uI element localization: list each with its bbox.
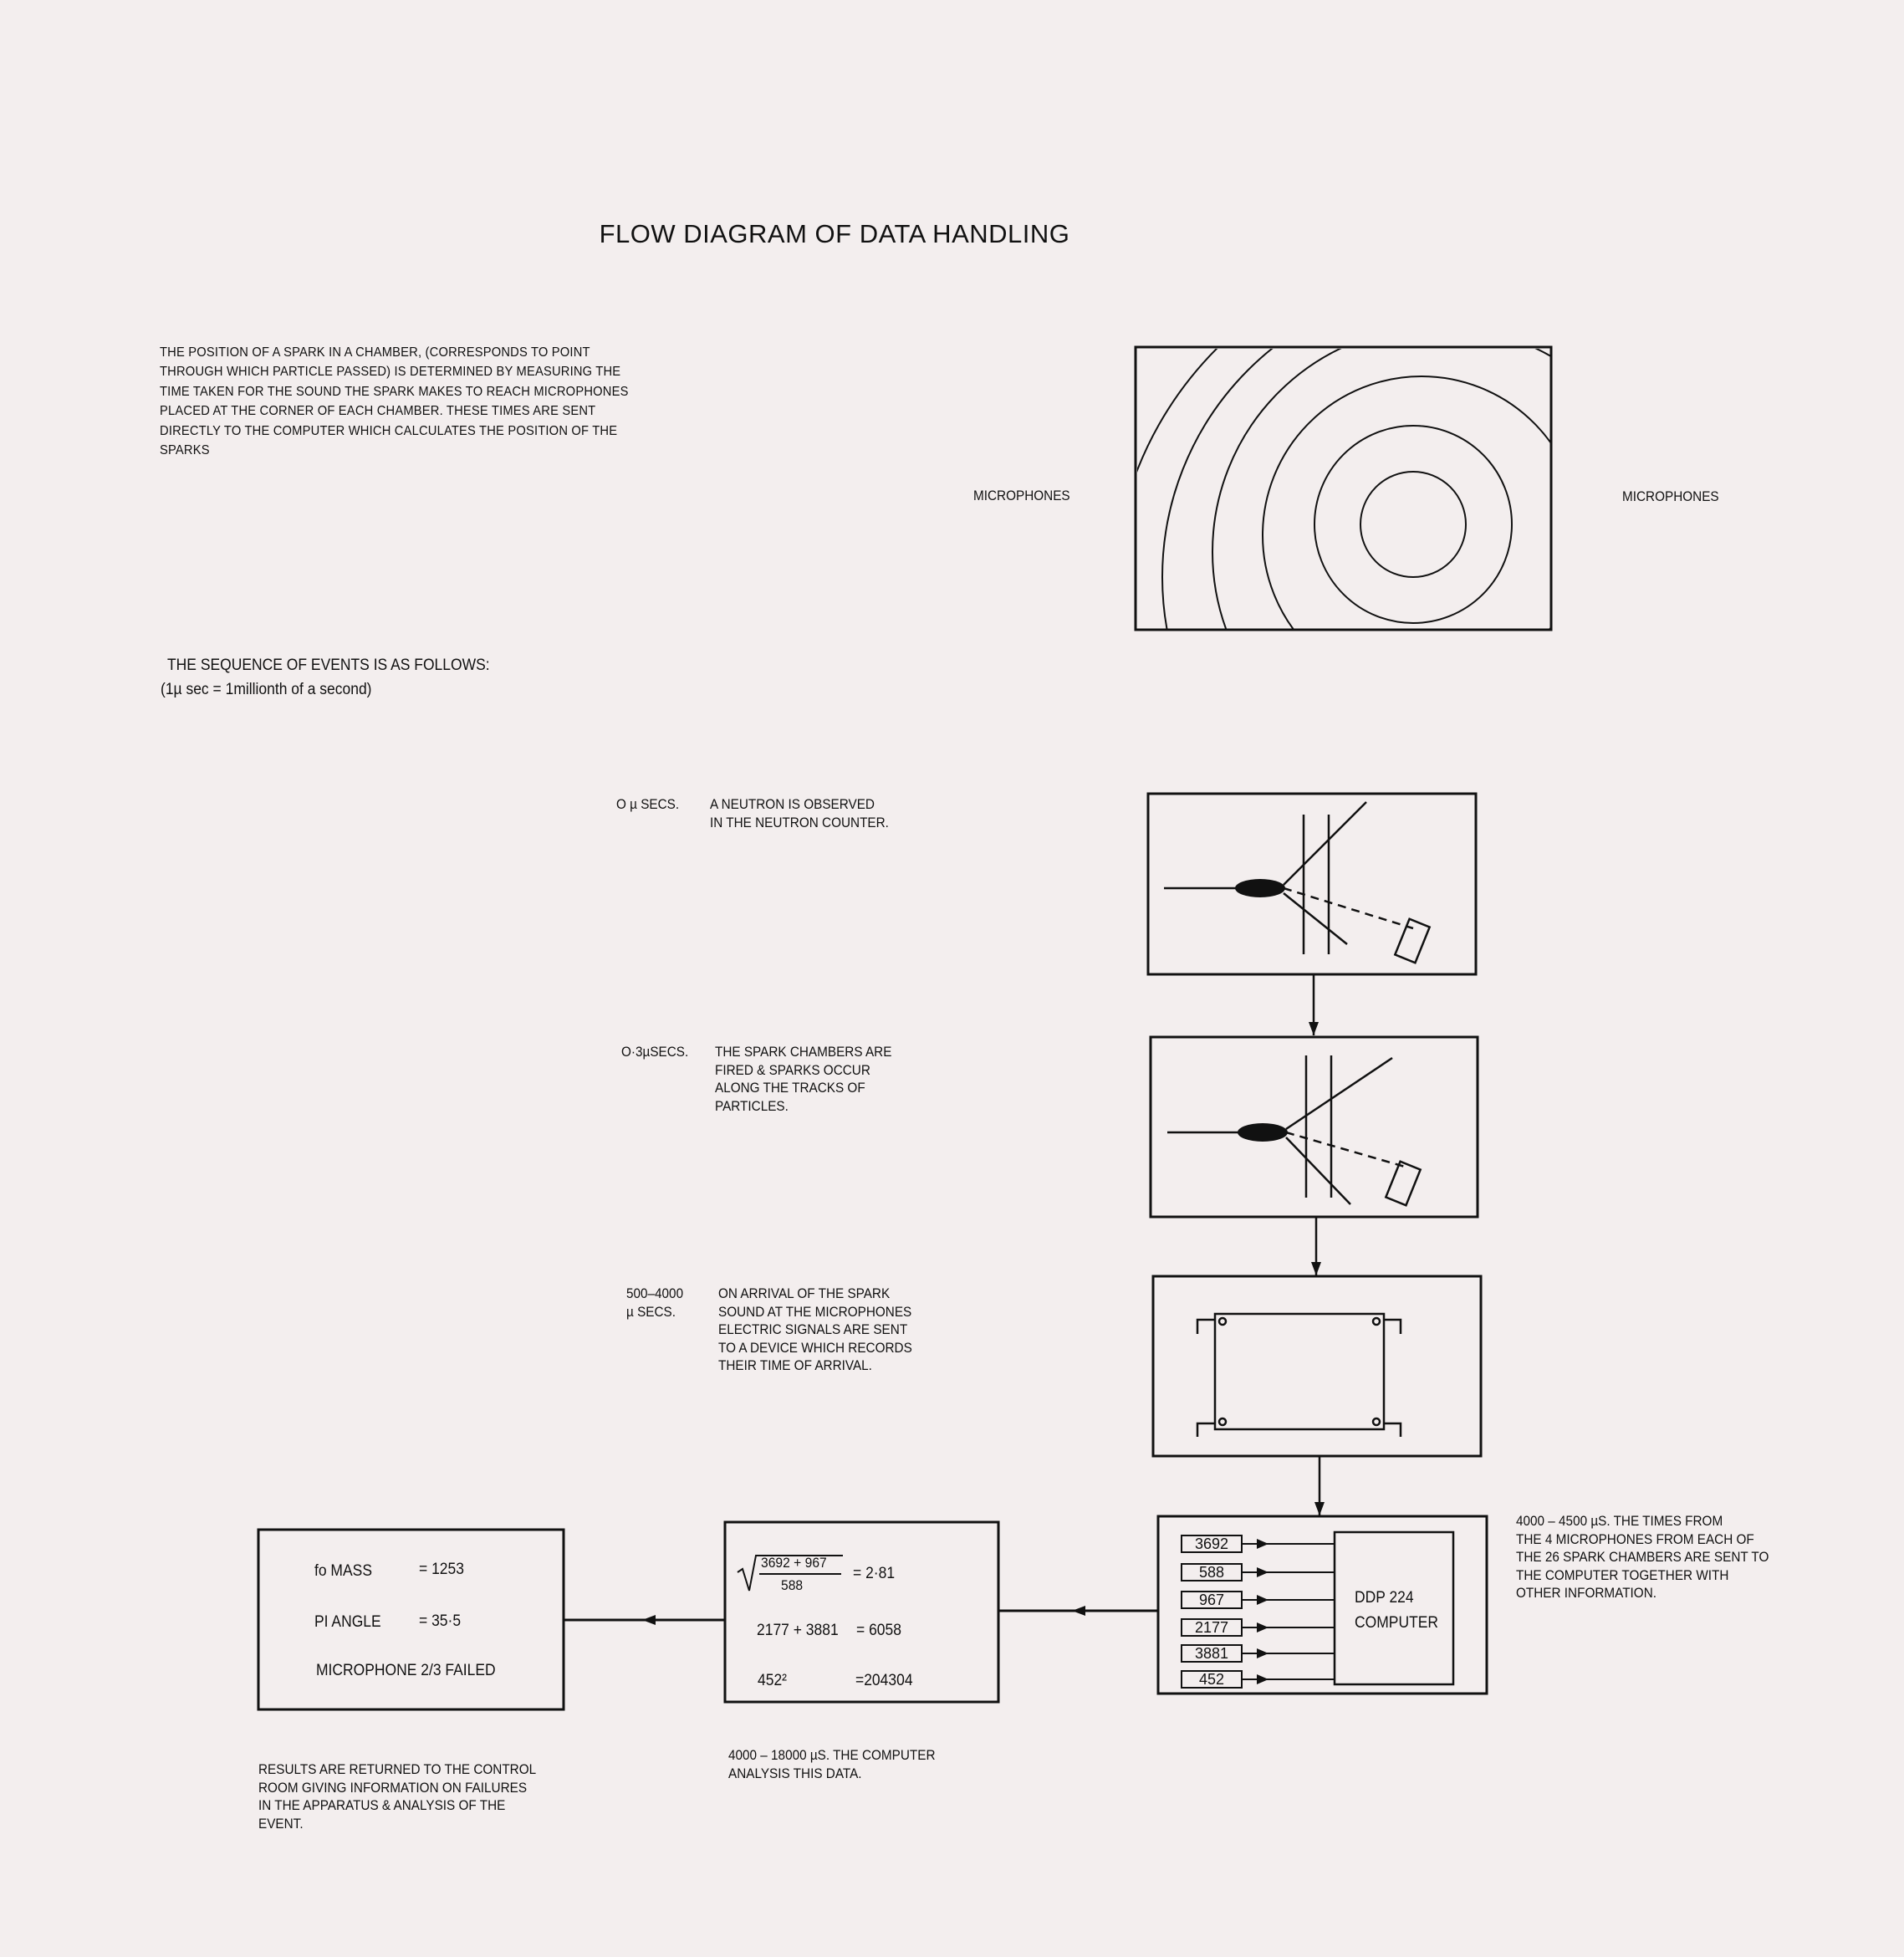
text-line: THE 4 MICROPHONES FROM EACH OF [1516, 1530, 1754, 1547]
mic-time-value: 967 [1198, 1592, 1225, 1608]
mic-time-value: 452 [1198, 1671, 1225, 1688]
microphones-label-right: MICROPHONES [1622, 488, 1719, 504]
timing-device-box [1151, 1275, 1483, 1458]
intro-line: THE POSITION OF A SPARK IN A CHAMBER, (C… [160, 345, 590, 360]
event-3-time: 500–4000 µ SECS. [626, 1285, 683, 1321]
analysis-box [723, 1520, 1000, 1704]
spark-chamber-box [1149, 1035, 1479, 1219]
text-line: THE COMPUTER TOGETHER WITH [1516, 1566, 1729, 1583]
event-2-time: O·3µSECS. [621, 1044, 689, 1060]
text-line: PARTICLES. [715, 1097, 789, 1114]
text-line: THE SPARK CHAMBERS ARE [715, 1044, 892, 1060]
mic-time-value: 588 [1198, 1564, 1225, 1581]
neutron-counter-box [1146, 792, 1478, 976]
text-line: RESULTS ARE RETURNED TO THE CONTROL [258, 1761, 537, 1777]
sound-wave [1314, 425, 1513, 624]
text-line: FIRED & SPARKS OCCUR [715, 1061, 870, 1078]
text-line: SOUND AT THE MICROPHONES [718, 1303, 912, 1320]
intro-line: DIRECTLY TO THE COMPUTER WHICH CALCULATE… [160, 423, 618, 438]
event-1-text: A NEUTRON IS OBSERVED IN THE NEUTRON COU… [710, 795, 889, 831]
analysis-result-1: = 2·81 [853, 1565, 896, 1582]
text-line: IN THE APPARATUS & ANALYSIS OF THE [258, 1797, 506, 1813]
angle-label: PI ANGLE [314, 1613, 381, 1631]
text-line: ON ARRIVAL OF THE SPARK [718, 1285, 891, 1301]
sound-wave [1212, 349, 1550, 629]
text-line: THEIR TIME OF ARRIVAL. [718, 1357, 872, 1373]
text-line: 500–4000 [626, 1285, 684, 1301]
mass-label: fo MASS [314, 1562, 372, 1580]
sequence-note: (1µ sec = 1millionth of a second) [161, 681, 372, 698]
analysis-expr-2: 2177 + 3881 [757, 1622, 839, 1639]
text-line: ROOM GIVING INFORMATION ON FAILURES [258, 1779, 528, 1796]
computer-label: COMPUTER [1355, 1614, 1439, 1632]
sequence-heading: THE SEQUENCE OF EVENTS IS AS FOLLOWS: [167, 657, 490, 674]
event-1-time: O µ SECS. [616, 796, 680, 812]
analysis-result-2: = 6058 [856, 1622, 901, 1639]
failure-note: MICROPHONE 2/3 FAILED [316, 1662, 496, 1679]
computer-box [1156, 1515, 1488, 1695]
event-4-text: 4000 – 4500 µS. THE TIMES FROM THE 4 MIC… [1516, 1512, 1769, 1602]
text-line: ALONG THE TRACKS OF [715, 1080, 865, 1096]
event-2-text: THE SPARK CHAMBERS ARE FIRED & SPARKS OC… [715, 1043, 891, 1115]
text-line: ELECTRIC SIGNALS ARE SENT [718, 1321, 908, 1337]
text-line: 4000 – 4500 µS. THE TIMES FROM [1516, 1513, 1723, 1529]
event-3-text: ON ARRIVAL OF THE SPARK SOUND AT THE MIC… [718, 1285, 912, 1375]
text-line: A NEUTRON IS OBSERVED [710, 796, 875, 812]
mic-time-value: 2177 [1194, 1619, 1229, 1636]
intro-paragraph: THE POSITION OF A SPARK IN A CHAMBER, (C… [160, 343, 669, 460]
intro-line: SPARKS [160, 443, 210, 458]
analysis-caption: 4000 – 18000 µS. THE COMPUTER ANALYSIS T… [728, 1746, 936, 1782]
mic-time-value: 3881 [1194, 1645, 1229, 1662]
sound-wave [1137, 349, 1218, 473]
sound-wave [1262, 376, 1550, 629]
analysis-result-3: =204304 [855, 1672, 913, 1689]
text-line: 4000 – 18000 µS. THE COMPUTER [728, 1747, 936, 1763]
mic-time-value: 3692 [1194, 1535, 1229, 1552]
neutron-counter [1238, 1123, 1288, 1142]
angle-value: = 35·5 [419, 1612, 462, 1630]
intro-line: PLACED AT THE CORNER OF EACH CHAMBER. TH… [160, 404, 596, 419]
page-title: FLOW DIAGRAM OF DATA HANDLING [599, 219, 1070, 248]
sqrt-denominator: 588 [781, 1577, 804, 1593]
chamber-box [1134, 345, 1553, 631]
microphones-label-left: MICROPHONES [973, 488, 1070, 503]
intro-line: TIME TAKEN FOR THE SOUND THE SPARK MAKES… [160, 384, 629, 399]
analysis-expr-3: 452² [758, 1672, 787, 1689]
text-line: THE 26 SPARK CHAMBERS ARE SENT TO [1516, 1549, 1769, 1565]
intro-line: THROUGH WHICH PARTICLE PASSED) IS DETERM… [160, 365, 621, 380]
text-line: TO A DEVICE WHICH RECORDS [718, 1339, 912, 1356]
sqrt-numerator: 3692 + 967 [761, 1555, 827, 1571]
computer-name: DDP 224 [1355, 1589, 1414, 1607]
sound-wave [1360, 471, 1467, 578]
results-box [257, 1528, 565, 1711]
text-line: OTHER INFORMATION. [1516, 1585, 1657, 1601]
results-caption: RESULTS ARE RETURNED TO THE CONTROL ROOM… [258, 1760, 536, 1832]
text-line: ANALYSIS THIS DATA. [728, 1765, 862, 1781]
neutron-counter [1235, 879, 1285, 897]
text-line: IN THE NEUTRON COUNTER. [710, 814, 889, 830]
mass-value: = 1253 [419, 1561, 464, 1578]
text-line: EVENT. [258, 1815, 304, 1832]
text-line: µ SECS. [626, 1303, 676, 1320]
sound-wave [1161, 349, 1274, 629]
